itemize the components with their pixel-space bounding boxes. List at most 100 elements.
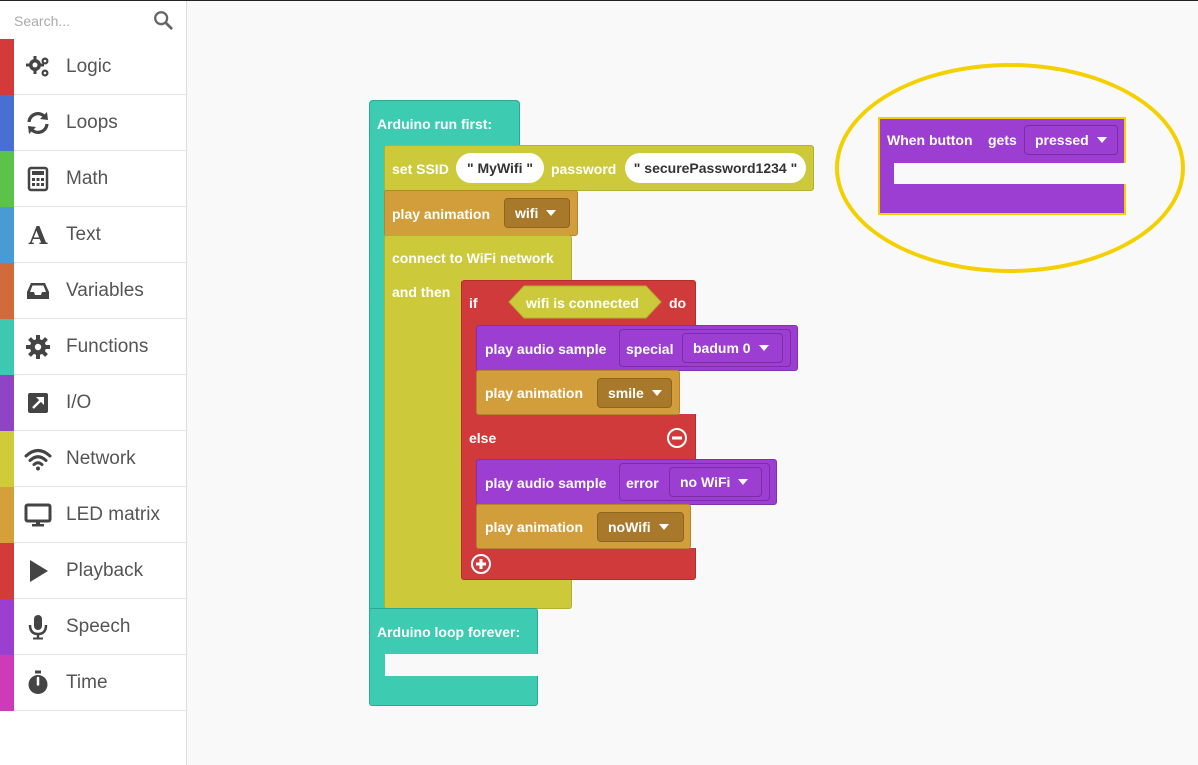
- stopwatch-icon: [28, 670, 48, 694]
- category-color-bar: [0, 151, 14, 207]
- connect-wifi-block[interactable]: [384, 235, 572, 280]
- chevron-down-icon: [546, 210, 557, 216]
- search-box: [0, 1, 186, 39]
- run-first-spine: [369, 146, 385, 616]
- category-label: I/O: [66, 392, 92, 413]
- category-color-bar: [0, 599, 14, 655]
- loop-forever-label: Arduino loop forever:: [377, 624, 521, 640]
- category-text[interactable]: A Text: [0, 207, 186, 263]
- if-spine: [461, 325, 477, 415]
- play-audio-label: play audio sample: [485, 475, 607, 491]
- category-color-bar: [0, 655, 14, 711]
- do-label: do: [669, 295, 687, 311]
- category-label: Playback: [66, 560, 144, 581]
- password-value-field[interactable]: " securePassword1234 ": [625, 153, 806, 183]
- else-spine: [461, 459, 477, 550]
- audio-category-label: special: [626, 341, 674, 357]
- category-label: Network: [66, 448, 136, 469]
- else-label: else: [469, 430, 497, 446]
- category-label: Variables: [66, 280, 144, 301]
- category-time[interactable]: Time: [0, 655, 186, 711]
- and-then-label: and then: [392, 284, 451, 300]
- when-button-label: When button: [887, 132, 973, 148]
- gets-label: gets: [988, 132, 1017, 148]
- category-speech[interactable]: Speech: [0, 599, 186, 655]
- category-logic[interactable]: Logic: [0, 39, 186, 95]
- event-spine: [878, 161, 894, 186]
- if-label: if: [469, 295, 478, 311]
- category-color-bar: [0, 39, 14, 95]
- category-color-bar: [0, 263, 14, 319]
- audio-sample-dropdown[interactable]: no WiFi: [669, 467, 762, 497]
- chevron-down-icon: [738, 479, 749, 485]
- toolbox-sidebar: Logic Loops Math A Text Variabl: [0, 1, 187, 765]
- search-input[interactable]: [12, 9, 146, 33]
- chevron-down-icon: [658, 524, 669, 530]
- category-color-bar: [0, 543, 14, 599]
- audio-sample-dropdown[interactable]: badum 0: [682, 333, 783, 363]
- calculator-icon: [27, 166, 49, 192]
- text-a-icon: A: [28, 221, 48, 249]
- play-animation-block[interactable]: [384, 190, 578, 236]
- inbox-icon: [27, 283, 49, 299]
- category-label: Text: [66, 224, 101, 245]
- category-led-matrix[interactable]: LED matrix: [0, 487, 186, 543]
- category-color-bar: [0, 487, 14, 543]
- category-label: Loops: [66, 112, 118, 133]
- external-link-icon: [28, 393, 48, 413]
- category-color-bar: [0, 431, 14, 487]
- loop-forever-footer: [369, 676, 538, 706]
- button-state-dropdown[interactable]: pressed: [1024, 125, 1118, 155]
- play-animation-label: play animation: [485, 519, 584, 535]
- search-icon[interactable]: [152, 9, 174, 31]
- connect-wifi-label: connect to WiFi network: [392, 250, 554, 266]
- wifi-icon: [24, 449, 52, 471]
- category-network[interactable]: Network: [0, 431, 186, 487]
- chevron-down-icon: [651, 390, 662, 396]
- category-io[interactable]: I/O: [0, 375, 186, 431]
- set-ssid-block[interactable]: [384, 145, 814, 191]
- condition-label: wifi is connected: [526, 295, 639, 311]
- category-label: LED matrix: [66, 504, 160, 525]
- run-first-header[interactable]: [369, 100, 520, 148]
- play-icon: [30, 560, 48, 582]
- gears-icon: [26, 56, 49, 77]
- chevron-down-icon: [1096, 137, 1107, 143]
- set-ssid-label: set SSID: [392, 161, 449, 177]
- animation-dropdown[interactable]: wifi: [504, 198, 570, 228]
- category-math[interactable]: Math: [0, 151, 186, 207]
- category-label: Time: [66, 672, 108, 693]
- category-functions[interactable]: Functions: [0, 319, 186, 375]
- loop-forever-spine: [369, 653, 385, 678]
- animation-dropdown[interactable]: noWifi: [597, 512, 684, 542]
- condition-block[interactable]: [507, 285, 663, 319]
- category-color-bar: [0, 375, 14, 431]
- category-color-bar: [0, 207, 14, 263]
- audio-category-label: error: [626, 475, 659, 491]
- svg-text:A: A: [28, 221, 48, 249]
- add-else-icon[interactable]: [470, 553, 492, 575]
- category-variables[interactable]: Variables: [0, 263, 186, 319]
- category-label: Speech: [66, 616, 131, 637]
- category-playback[interactable]: Playback: [0, 543, 186, 599]
- gear-icon: [26, 335, 50, 359]
- run-first-label: Arduino run first:: [377, 116, 493, 132]
- window-top-border: [0, 0, 1198, 1]
- highlight-ellipse: [835, 63, 1185, 273]
- connect-wifi-spine: [384, 279, 462, 581]
- category-label: Functions: [66, 336, 149, 357]
- remove-else-icon[interactable]: [666, 427, 688, 449]
- animation-dropdown[interactable]: smile: [597, 378, 672, 408]
- connect-wifi-footer: [384, 579, 572, 609]
- else-row: [461, 414, 696, 460]
- if-footer: [461, 548, 696, 580]
- category-loops[interactable]: Loops: [0, 95, 186, 151]
- refresh-icon: [27, 112, 49, 134]
- chevron-down-icon: [758, 345, 769, 351]
- ssid-value-field[interactable]: " MyWifi ": [456, 153, 544, 183]
- dropdown-value: noWifi: [608, 519, 651, 535]
- microphone-icon: [28, 615, 48, 640]
- loop-forever-header[interactable]: [369, 608, 538, 654]
- dropdown-value: pressed: [1035, 132, 1089, 148]
- event-footer: [878, 184, 1126, 215]
